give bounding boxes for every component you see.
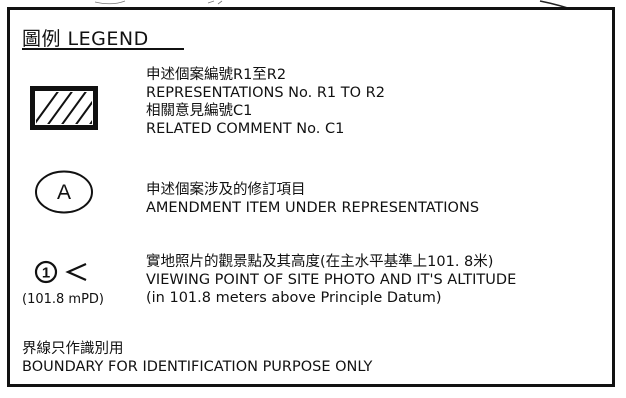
entry-line: 實地照片的觀景點及其高度(在主水平基準上101. 8米) — [146, 254, 494, 270]
entry-line: 相關意見編號C1 — [146, 103, 253, 119]
viewpoint-entry-text: 實地照片的觀景點及其高度(在主水平基準上101. 8米) VIEWING POI… — [146, 253, 516, 307]
entry-line: RELATED COMMENT No. C1 — [146, 121, 345, 137]
entry-line: AMENDMENT ITEM UNDER REPRESENTATIONS — [146, 200, 480, 216]
legend-title-underline — [22, 48, 184, 50]
amendment-symbol-letter: A — [57, 181, 71, 204]
amendment-entry-text: 申述個案涉及的修訂項目 AMENDMENT ITEM UNDER REPRESE… — [146, 181, 479, 217]
hatched-rectangle-icon — [30, 86, 98, 130]
representations-entry-text: 申述個案編號R1至R2 REPRESENTATIONS No. R1 TO R2… — [146, 66, 385, 138]
viewpoint-altitude-label: (101.8 mPD) — [22, 292, 105, 307]
boundary-note: 界線只作識別用 BOUNDARY FOR IDENTIFICATION PURP… — [22, 340, 372, 376]
legend-panel — [7, 7, 615, 387]
entry-line: VIEWING POINT OF SITE PHOTO AND IT'S ALT… — [146, 272, 517, 288]
circled-letter-icon: A — [35, 170, 93, 214]
viewpoint-icon: 1 — [34, 260, 87, 284]
entry-line: REPRESENTATIONS No. R1 TO R2 — [146, 85, 385, 101]
entry-line: 申述個案編號R1至R2 — [146, 67, 287, 83]
legend-title: 圖例 LEGEND — [22, 28, 149, 50]
boundary-line: 界線只作識別用 — [22, 341, 124, 357]
entry-line: 申述個案涉及的修訂項目 — [146, 182, 306, 198]
viewpoint-number: 1 — [42, 265, 50, 282]
entry-line: (in 101.8 meters above Principle Datum) — [146, 290, 442, 306]
boundary-line: BOUNDARY FOR IDENTIFICATION PURPOSE ONLY — [22, 359, 373, 375]
